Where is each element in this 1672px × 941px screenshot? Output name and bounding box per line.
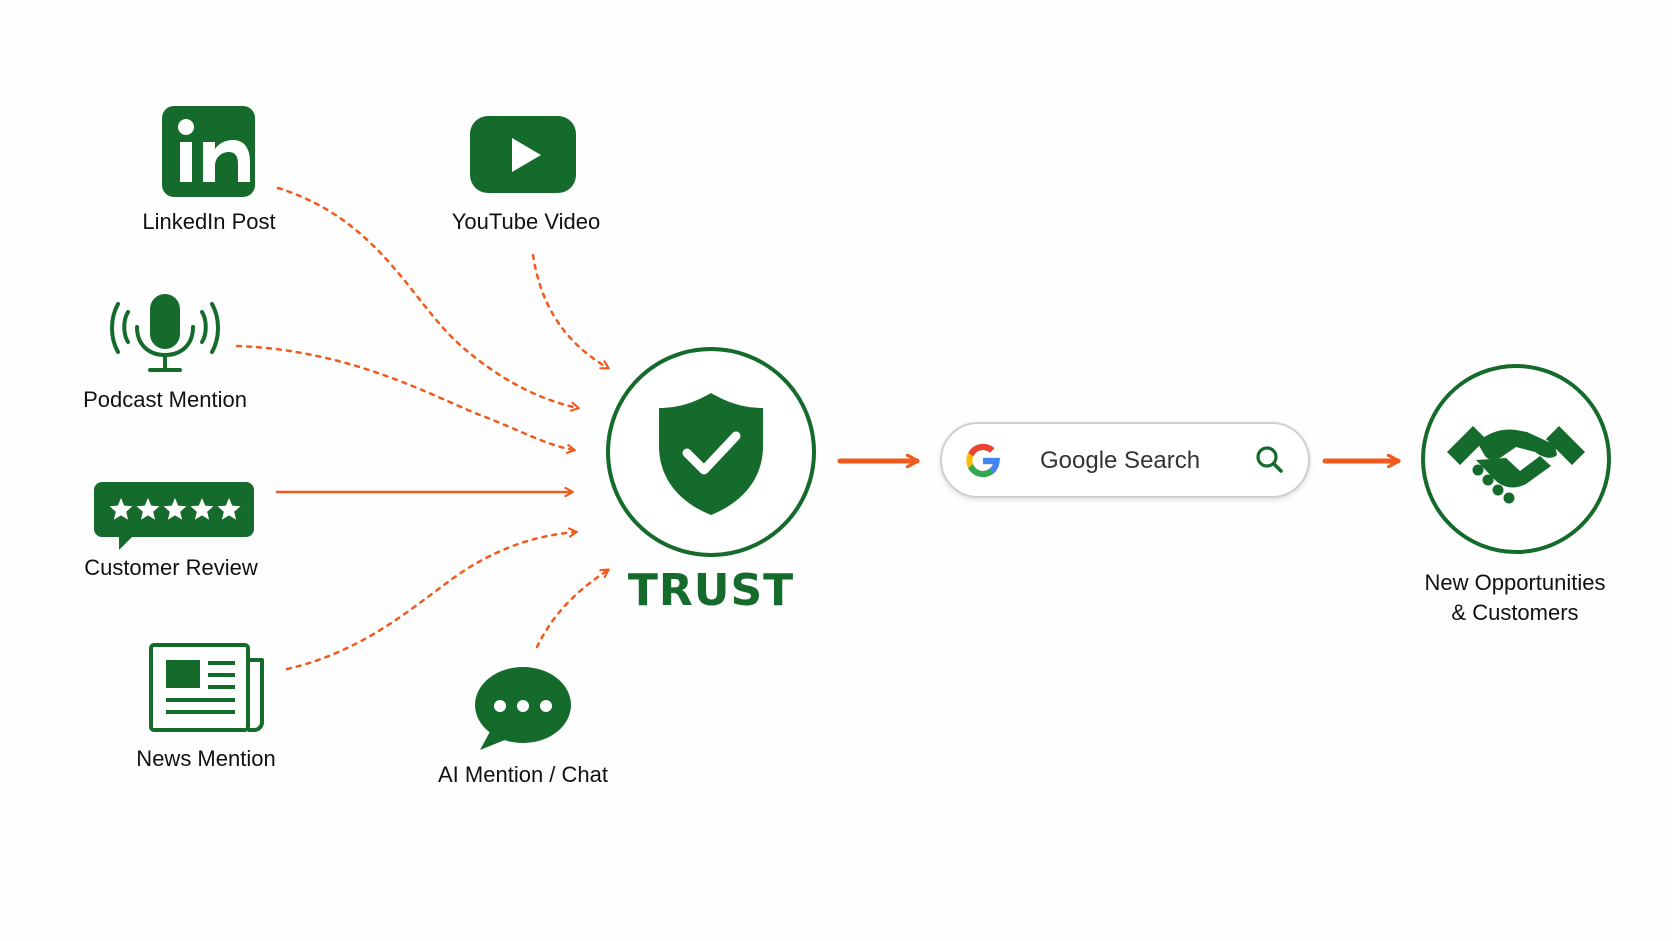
ai-label: AI Mention / Chat — [438, 762, 608, 787]
shield-check-icon — [659, 393, 763, 515]
star-review-icon — [94, 482, 254, 550]
star-3 — [163, 498, 187, 520]
linkedin-label: LinkedIn Post — [142, 209, 276, 234]
source-connectors — [235, 186, 608, 671]
youtube-label: YouTube Video — [451, 209, 601, 234]
review-label: Customer Review — [84, 555, 258, 580]
star-2 — [136, 498, 160, 520]
connector-youtube — [531, 253, 608, 368]
chat-bubble-icon — [475, 667, 571, 750]
google-g-icon — [966, 443, 1001, 478]
star-1 — [109, 498, 133, 520]
youtube-icon — [470, 116, 576, 193]
newspaper-icon — [149, 643, 264, 732]
connector-news — [285, 532, 576, 671]
handshake-icon — [1447, 426, 1585, 504]
linkedin-icon — [162, 106, 255, 197]
outcome-label: New Opportunities & Customers — [1425, 568, 1606, 628]
search-icon — [1256, 446, 1283, 473]
outcome-line-1: New Opportunities — [1424, 570, 1606, 595]
star-4 — [190, 498, 214, 520]
podcast-label: Podcast Mention — [83, 387, 247, 412]
connector-ai — [535, 570, 608, 649]
trust-label: TRUST — [627, 565, 795, 616]
search-label: Google Search — [1040, 447, 1201, 474]
outcome-line-2: & Customers — [1451, 600, 1579, 625]
microphone-icon — [110, 294, 220, 372]
connector-podcast — [235, 344, 574, 450]
star-5 — [217, 498, 241, 520]
google-search-bar: Google Search — [940, 422, 1310, 498]
trust-hub — [606, 347, 816, 557]
outcome-hub — [1421, 364, 1611, 554]
connector-linkedin — [276, 186, 578, 408]
news-label: News Mention — [136, 746, 276, 771]
